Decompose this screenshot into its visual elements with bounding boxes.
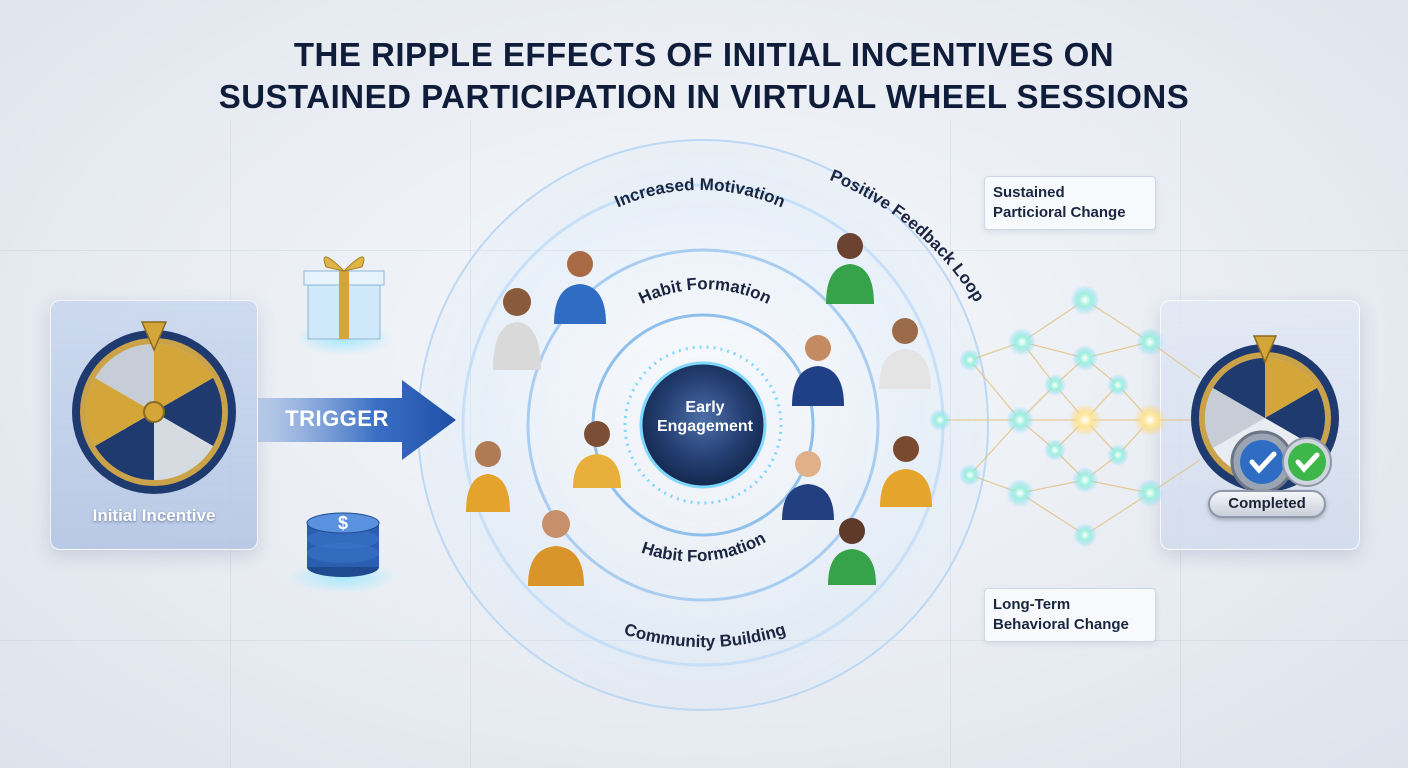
checkmark-icon — [1282, 437, 1332, 487]
network-nodes — [929, 285, 1166, 547]
participants — [466, 233, 932, 586]
card-top-line-1: Sustained — [993, 184, 1065, 201]
prize-wheel-icon — [72, 321, 236, 494]
center-line-1: Early — [685, 399, 725, 416]
checkmark-icon — [1230, 430, 1294, 494]
person-avatar — [880, 436, 932, 507]
card-top-line-2: Particioral Change — [993, 204, 1126, 221]
sustained-change-card: Sustained Particioral Change — [984, 176, 1156, 230]
ring-3 — [526, 248, 880, 602]
center-line-2: Engagement — [656, 418, 753, 435]
title-line-1: THE RIPPLE EFFECTS OF INITIAL INCENTIVES… — [293, 36, 1115, 73]
ring-sparkle — [623, 345, 783, 505]
trigger-arrow — [258, 380, 456, 460]
dollar-coins-icon: $ — [288, 512, 398, 593]
initial-incentive-label: Initial Incentive — [92, 506, 216, 525]
person-avatar — [828, 518, 876, 585]
trigger-label: TRIGGER — [285, 406, 389, 431]
page-title: THE RIPPLE EFFECTS OF INITIAL INCENTIVES… — [0, 34, 1408, 118]
completed-badge: Completed — [1208, 490, 1326, 518]
person-avatar — [879, 318, 931, 389]
title-line-2: SUSTAINED PARTICIPATION IN VIRTUAL WHEEL… — [218, 78, 1190, 115]
person-avatar — [466, 441, 510, 512]
person-avatar — [528, 510, 584, 586]
long-term-change-card: Long-Term Behavioral Change — [984, 588, 1156, 642]
early-engagement-label: Early Engagement — [640, 398, 770, 436]
person-avatar — [792, 335, 844, 406]
core-circle — [639, 361, 767, 489]
person-avatar — [826, 233, 874, 304]
person-avatar — [493, 288, 541, 370]
person-avatar — [782, 451, 834, 520]
card-bottom-line-1: Long-Term — [993, 596, 1071, 613]
svg-text:$: $ — [338, 513, 348, 533]
person-avatar — [573, 421, 621, 488]
gift-icon — [294, 256, 394, 355]
card-bottom-line-2: Behavioral Change — [993, 616, 1129, 633]
person-avatar — [554, 251, 606, 324]
